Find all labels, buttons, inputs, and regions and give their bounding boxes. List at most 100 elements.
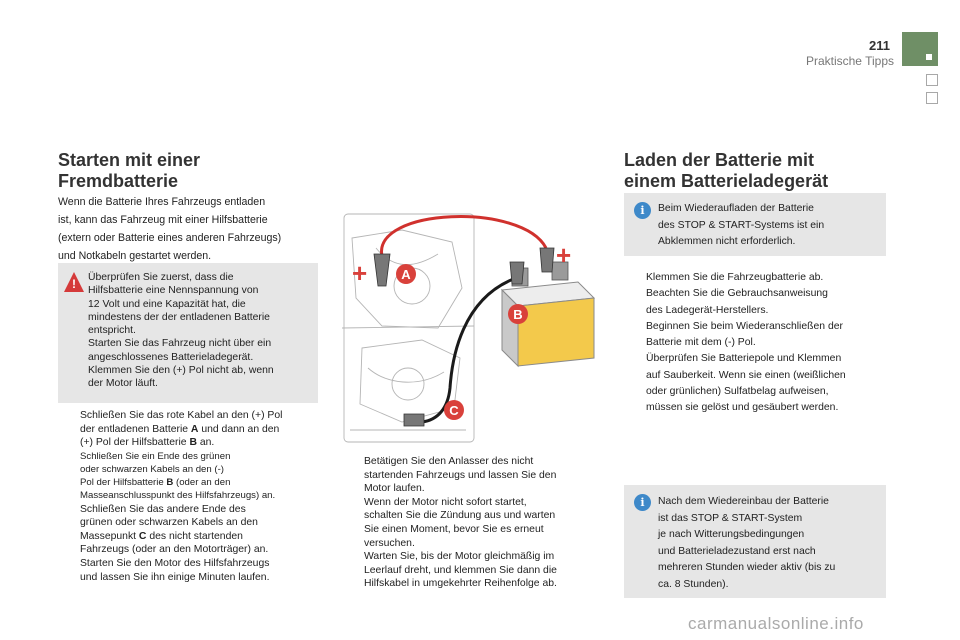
chapter-tab-square-icon [926, 54, 932, 60]
label-b: B [513, 307, 522, 322]
text-line: 12 Volt und eine Kapazität hat, die [88, 298, 246, 310]
section-title-battery-charger: Laden der Batterie mit einem Batterielad… [624, 150, 904, 192]
text-line: und dann an den [198, 423, 280, 435]
list-item: Schließen Sie das rote Kabel an den (+) … [58, 409, 320, 450]
text-line: Klemmen Sie den (+) Pol nicht ab, wenn [88, 365, 274, 377]
text-line: der entladenen Batterie [80, 423, 191, 435]
text-line: Schließen Sie das rote Kabel an den (+) … [80, 410, 283, 421]
text-line: des nicht startenden [146, 530, 243, 542]
section-title-jump-start: Starten mit einer Fremdbatterie [58, 150, 308, 192]
text-line: Hilfskabel in umgekehrter Reihenfolge ab… [364, 578, 557, 590]
plus-sign-b: + [556, 240, 571, 270]
list-item: Beginnen Sie beim Wiederanschließen der … [624, 319, 886, 352]
charging-steps: Klemmen Sie die Fahrzeugbatterie ab. Bea… [624, 270, 886, 417]
text-line: Beginnen Sie beim Wiederanschließen der [646, 320, 843, 332]
battery-ref: B [189, 437, 197, 449]
title-line: Laden der Batterie mit [624, 150, 815, 170]
text-line: Überprüfen Sie zuerst, dass die [88, 272, 234, 283]
text-line: des Ladegerät-Herstellers. [646, 304, 769, 316]
chapter-tab-marker [902, 32, 938, 66]
text-line: oder grünlichen) Sulfatbelag aufweisen, [646, 386, 829, 398]
label-b-badge [508, 304, 528, 324]
empty-tab-marker [926, 74, 938, 86]
text-line: Leerlauf dreht, und klemmen Sie dann die [364, 564, 557, 576]
text-line: ist das STOP & START-System [658, 512, 803, 524]
text-line: an. [196, 437, 215, 449]
text-line: Pol der Hilfsbatterie [80, 477, 167, 489]
label-c-badge [444, 400, 464, 420]
info-icon: i [634, 494, 651, 511]
text-line: Sie einen Moment, bevor Sie es erneut [364, 523, 544, 535]
warning-note: ! Überprüfen Sie zuerst, dass die Hilfsb… [58, 263, 318, 403]
text-line: und Batterieladezustand erst nach [658, 545, 816, 557]
text-line: grünen oder schwarzen Kabels an den [80, 517, 258, 529]
text-line: Schließen Sie das andere Ende des [80, 503, 246, 515]
title-line: Starten mit einer [58, 150, 201, 170]
jump-start-steps: Schließen Sie das rote Kabel an den (+) … [58, 409, 320, 584]
text-line: Wenn die Batterie Ihres Fahrzeugs entlad… [58, 196, 266, 208]
text-line: Klemmen Sie die Fahrzeugbatterie ab. [646, 272, 824, 283]
label-a: A [401, 267, 411, 282]
warning-icon: ! [64, 272, 84, 292]
text-line: müssen sie gelöst und gesäubert werden. [646, 402, 839, 414]
text-line: (oder an den [173, 477, 231, 489]
text-line: Massepunkt [80, 530, 139, 542]
text-line: Warten Sie, bis der Motor gleichmäßig im [364, 551, 555, 563]
text-line: Starten Sie das Fahrzeug nicht über ein [88, 338, 272, 350]
cable-clamps [373, 247, 555, 427]
text-line: ca. 8 Stunden). [658, 578, 729, 590]
section-name: Praktische Tipps [805, 54, 894, 68]
text-line: angeschlossenes Batterieladegerät. [88, 351, 254, 363]
text-line: startenden Fahrzeugs und lassen Sie den [364, 469, 557, 481]
helper-battery [500, 261, 596, 368]
text-line: Betätigen Sie den Anlasser des nicht [364, 456, 534, 467]
watermark: carmanualsonline.info [688, 614, 864, 633]
text-line: Motor laufen. [364, 483, 425, 495]
list-item: Schließen Sie ein Ende des grünen oder s… [58, 450, 320, 503]
info-icon: i [634, 202, 651, 219]
text-line: Schließen Sie ein Ende des grünen [80, 450, 231, 462]
black-cable [421, 276, 517, 424]
text-line: Nach dem Wiedereinbau der Batterie [658, 496, 829, 507]
ground-point-ref: C [138, 530, 147, 542]
text-line: mindestens der der entladenen Batterie [88, 311, 270, 323]
text-line: Masseanschlusspunkt des Hilfsfahrzeugs) … [80, 490, 276, 502]
plus-sign-a: + [352, 258, 367, 288]
text-line: der Motor läuft. [88, 378, 158, 390]
text-line: und lassen Sie ihn einige Minuten laufen… [80, 571, 270, 583]
label-c: C [449, 403, 459, 418]
text-line: (extern oder Batterie eines anderen Fahr… [58, 232, 282, 244]
text-line: Hilfsbatterie eine Nennspannung von [88, 285, 259, 297]
title-line: Fremdbatterie [58, 171, 179, 191]
list-item: Überprüfen Sie Batteriepole und Klemmen … [624, 351, 886, 416]
text-line: je nach Witterungsbedingungen [658, 529, 805, 541]
list-item: Klemmen Sie die Fahrzeugbatterie ab. [624, 270, 886, 286]
text-line: des STOP & START-Systems ist ein [658, 219, 825, 231]
title-line: einem Batterieladegerät [624, 171, 829, 191]
text-line: mehreren Stunden wieder aktiv (bis zu [658, 562, 836, 574]
list-item: Betätigen Sie den Anlasser des nicht sta… [342, 455, 604, 550]
text-line: Wenn der Motor nicht sofort startet, [364, 496, 527, 508]
warning-text: Überprüfen Sie zuerst, dass die Hilfsbat… [88, 271, 310, 391]
label-a-badge [396, 264, 416, 284]
text-line: schalten Sie die Zündung aus und warten [364, 510, 556, 522]
info-note-reinstall: i Nach dem Wiedereinbau der Batterie ist… [624, 485, 886, 598]
text-line: entspricht. [88, 325, 136, 337]
battery-ref: A [190, 423, 199, 435]
info-text: Beim Wiederaufladen der Batterie des STO… [658, 201, 876, 251]
start-engine-steps: Betätigen Sie den Anlasser des nicht sta… [342, 455, 604, 591]
jump-start-diagram: + + A B C [342, 208, 602, 446]
info-note-stop-start: i Beim Wiederaufladen der Batterie des S… [624, 193, 886, 256]
list-item: Starten Sie den Motor des Hilfsfahrzeugs… [58, 557, 320, 584]
page-number: 211 [869, 38, 890, 53]
text-line: Beachten Sie die Gebrauchsanweisung [646, 288, 828, 300]
text-line: ist, kann das Fahrzeug mit einer Hilfsba… [58, 214, 268, 226]
text-line: Überprüfen Sie Batteriepole und Klemmen [646, 353, 842, 365]
list-item: Warten Sie, bis der Motor gleichmäßig im… [342, 550, 604, 591]
text-line: auf Sauberkeit. Wenn sie einen (weißlich… [646, 369, 846, 381]
red-cable [380, 215, 548, 257]
text-line: Beim Wiederaufladen der Batterie [658, 203, 814, 214]
list-item: Schließen Sie das andere Ende des grünen… [58, 503, 320, 557]
text-line: Abklemmen nicht erforderlich. [658, 236, 796, 248]
battery-ref: B [166, 477, 174, 489]
